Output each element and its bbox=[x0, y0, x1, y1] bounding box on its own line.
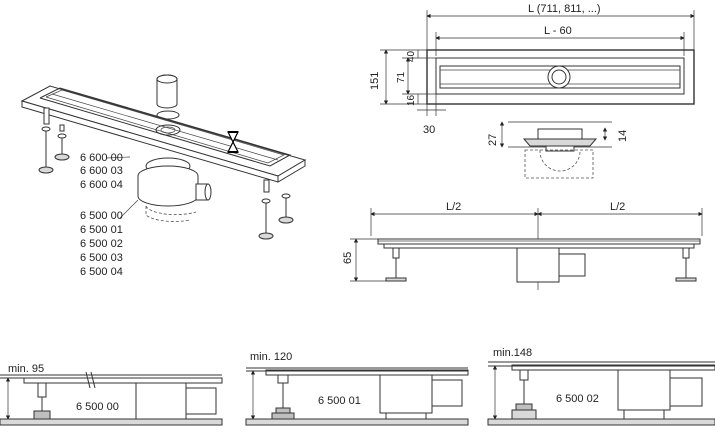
dim-65: 65 bbox=[342, 252, 354, 264]
channel-code-1: 6 600 00 bbox=[80, 152, 123, 164]
variant-3-code: 6 500 02 bbox=[556, 393, 599, 405]
trap-code-3: 6 500 02 bbox=[80, 238, 123, 250]
installation-variant-1: min. 95 6 500 00 bbox=[0, 363, 223, 426]
variant-1-min-height: min. 95 bbox=[8, 363, 44, 375]
variant-3-min-height: min.148 bbox=[493, 347, 532, 359]
installation-variant-2: min. 120 6 500 01 bbox=[245, 351, 469, 426]
variant-2-min-height: min. 120 bbox=[250, 351, 292, 363]
channel-code-3: 6 600 04 bbox=[80, 179, 123, 191]
dim-14: 14 bbox=[617, 130, 629, 142]
dim-16: 16 bbox=[406, 94, 417, 106]
stand-pipe bbox=[156, 74, 178, 109]
trap-code-2: 6 500 01 bbox=[80, 224, 123, 236]
adjustable-foot-left bbox=[38, 107, 70, 174]
top-plan-view: L (711, 811, ...) L - 60 151 40 71 16 30 bbox=[369, 3, 695, 179]
side-elevation-view: L/2 L/2 65 bbox=[342, 201, 703, 290]
channel-code-2: 6 600 03 bbox=[80, 165, 123, 177]
o-ring bbox=[156, 110, 180, 120]
hourglass-cursor-icon bbox=[227, 131, 239, 153]
dim-30: 30 bbox=[423, 124, 435, 136]
trap-code-1: 6 500 00 bbox=[80, 210, 123, 222]
dim-71: 71 bbox=[396, 71, 407, 83]
dim-40: 40 bbox=[406, 50, 417, 62]
drain-trap-iso bbox=[137, 157, 212, 222]
exploded-isometric-view: 6 600 00 6 600 03 6 600 04 6 500 00 6 50… bbox=[20, 74, 307, 278]
dim-half-left: L/2 bbox=[446, 201, 461, 213]
drain-channel-iso bbox=[20, 85, 307, 183]
variant-2-code: 6 500 01 bbox=[318, 395, 361, 407]
trap-code-4: 6 500 03 bbox=[80, 252, 123, 264]
trap-code-5: 6 500 04 bbox=[80, 266, 123, 278]
adjustable-foot-right bbox=[258, 179, 294, 240]
dim-151: 151 bbox=[369, 72, 381, 90]
dim-total-length: L (711, 811, ...) bbox=[528, 3, 601, 15]
variant-1-code: 6 500 00 bbox=[76, 401, 119, 413]
dim-inner-length: L - 60 bbox=[544, 25, 572, 37]
installation-variant-3: min.148 6 500 02 bbox=[487, 347, 715, 426]
dim-half-right: L/2 bbox=[610, 201, 625, 213]
trap-section-detail: 27 14 bbox=[487, 121, 629, 179]
dim-27: 27 bbox=[487, 134, 499, 146]
